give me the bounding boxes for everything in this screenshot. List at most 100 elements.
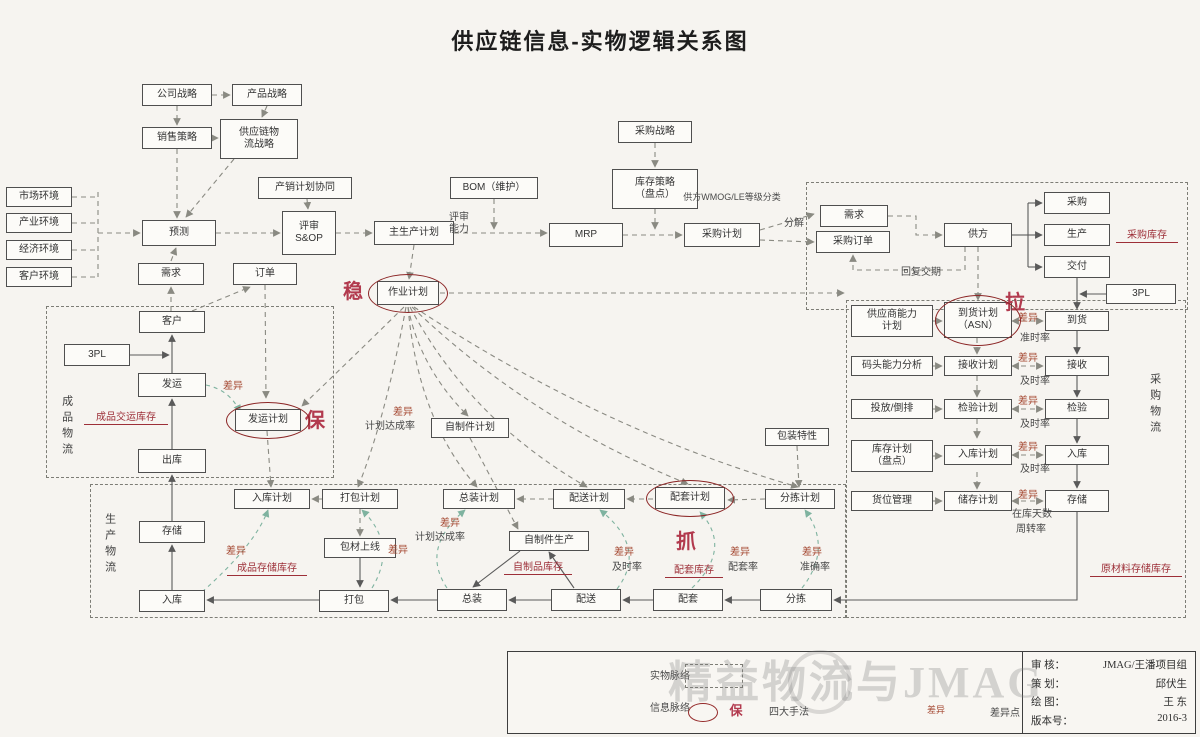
legend-dash-label: 信息脉络 — [650, 703, 690, 714]
titleblock-row-value: 邱伏生 — [1155, 678, 1188, 690]
box-env-economy: 经济环境 — [6, 240, 72, 260]
box-receiving-plan: 接收计划 — [944, 356, 1012, 376]
box-3pl-left: 3PL — [64, 344, 130, 366]
metric-storage-turnover: 周转率 — [1016, 523, 1046, 535]
edge — [472, 550, 521, 588]
metric-distribution-rate: 及时率 — [612, 561, 642, 573]
box-ps-plan-collab: 产销计划协同 — [258, 177, 352, 199]
box-review-sop: 评审 S&OP — [282, 211, 336, 255]
diff-ship: 差异 — [223, 380, 243, 392]
box-demand: 需求 — [138, 263, 204, 285]
box-sorting-plan: 分拣计划 — [765, 489, 835, 509]
titleblock-row-value: 2016-3 — [1157, 713, 1187, 725]
box-launch-backward: 投放/倒排 — [851, 399, 933, 419]
edge — [413, 306, 799, 489]
box-location-management: 货位管理 — [851, 491, 933, 511]
diff-arrival: 差异 — [1018, 312, 1038, 324]
diff-packing: 差异 — [388, 544, 408, 556]
edge — [406, 244, 415, 280]
edge — [262, 284, 270, 399]
edge — [407, 306, 469, 417]
titleblock-row-label: 版本号： — [1031, 716, 1073, 728]
legend-red-oval-icon — [688, 703, 718, 722]
edge — [833, 512, 1078, 604]
inv-selfmade: 自制品库存 — [504, 562, 572, 575]
char-stable: 稳 — [343, 281, 363, 303]
diff-warehousing: 差异 — [1018, 441, 1038, 453]
box-3pl-right: 3PL — [1106, 284, 1176, 304]
edge — [599, 509, 630, 590]
box-storage-left: 存储 — [139, 521, 205, 543]
edge — [469, 437, 519, 530]
diff-distribution: 差异 — [614, 546, 634, 558]
label-decompose: 分解 — [784, 217, 804, 229]
box-inspection: 检验 — [1045, 399, 1109, 419]
edge — [849, 247, 966, 271]
box-forecast: 预测 — [142, 220, 216, 246]
box-job-plan: 作业计划 — [377, 281, 439, 305]
edge — [759, 237, 815, 246]
edge — [185, 158, 235, 218]
box-shipping: 发运 — [138, 373, 206, 397]
edge — [169, 247, 178, 262]
edge — [407, 306, 478, 488]
inv-kitting: 配套库存 — [665, 565, 723, 578]
titleblock-row-value: 王 东 — [1163, 697, 1187, 709]
metric-assembly-rate: 计划达成率 — [415, 531, 465, 543]
box-supplier-capacity-plan: 供应商能力 计划 — [851, 305, 933, 337]
box-assembly-plan: 总装计划 — [443, 489, 515, 509]
box-order: 订单 — [233, 263, 297, 285]
legend-dashed-box-icon — [685, 664, 743, 688]
titleblock-row-0: 审 核：JMAG/王潘项目组 — [1031, 657, 1187, 672]
edge — [691, 511, 716, 589]
box-warehousing: 入库 — [1045, 445, 1109, 465]
box-inbound-plan: 入库计划 — [234, 489, 310, 509]
box-inventory-plan-count: 库存计划 （盘点） — [851, 440, 933, 472]
edge — [727, 495, 766, 504]
box-kitting-plan: 配套计划 — [655, 487, 725, 509]
box-warehousing-plan: 入库计划 — [944, 445, 1012, 465]
box-shipping-plan: 发运计划 — [235, 409, 301, 431]
edge — [205, 384, 241, 413]
edge — [201, 509, 270, 593]
legend-solid-label: 实物脉络 — [650, 671, 690, 682]
edge — [801, 509, 819, 589]
box-receiving: 接收 — [1045, 356, 1109, 376]
label-reply-leadtime: 回复交期 — [901, 266, 941, 278]
inv-raw-material: 原材料存储库存 — [1090, 563, 1182, 577]
titleblock-row-label: 策 划： — [1031, 678, 1066, 690]
box-storage-plan: 储存计划 — [944, 491, 1012, 511]
titleblock-row-label: 绘 图： — [1031, 697, 1066, 709]
box-purchase-order: 采购订单 — [816, 231, 890, 253]
label-supplier-grading: 供方WMOG/LE等级分类 — [683, 192, 781, 203]
box-distribution-plan: 配送计划 — [553, 489, 625, 509]
metric-sorting-rate: 准确率 — [800, 561, 830, 573]
edge — [759, 212, 815, 231]
titleblock-row-3: 版本号： 2016-3 — [1031, 713, 1187, 728]
box-procurement-plan: 采购计划 — [684, 223, 760, 247]
box-company-strategy: 公司战略 — [142, 84, 212, 106]
edge — [548, 551, 575, 589]
edge — [436, 509, 466, 589]
metric-storage-days: 在库天数 — [1012, 508, 1052, 520]
edge — [357, 306, 407, 488]
box-mrp: MRP — [549, 223, 623, 247]
legend-four-label: 四大手法 — [769, 707, 809, 718]
edge — [266, 430, 275, 488]
titleblock-row-label: 审 核： — [1031, 659, 1066, 671]
edge — [301, 306, 405, 407]
box-sales-strategy: 销售策略 — [142, 127, 212, 149]
diff-assembly: 差异 — [440, 517, 460, 529]
diff-inspection: 差异 — [1018, 395, 1038, 407]
box-arrival: 到货 — [1045, 311, 1109, 331]
box-distribution: 配送 — [551, 589, 621, 611]
box-packaging-character: 包装特性 — [765, 428, 829, 446]
box-packing: 打包 — [319, 590, 389, 612]
diff-selfmade: 差异 — [393, 406, 413, 418]
metric-inspection-rate: 及时率 — [1020, 418, 1050, 430]
vlabel-production-logistics: 生产物流 — [103, 513, 116, 577]
region-production-logistics — [90, 484, 846, 618]
box-selfmade-production: 自制件生产 — [509, 531, 589, 551]
char-protect: 保 — [305, 410, 325, 432]
